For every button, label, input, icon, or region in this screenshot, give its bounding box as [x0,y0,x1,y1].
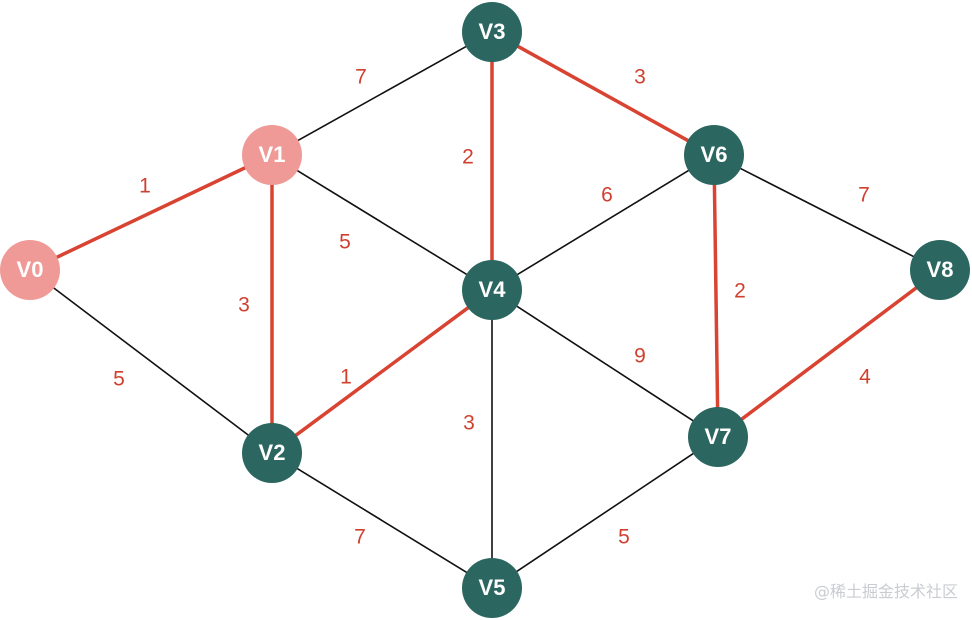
edge-v6-v7 [712,181,720,411]
edge-weight-v5-v7: 5 [618,526,630,549]
edge-weight-v6-v7: 2 [734,280,746,303]
edge-v0-v2 [51,286,251,437]
weights-layer: 1 5 3 7 5 1 7 2 3 6 3 9 5 2 7 4 [113,66,871,549]
edge-v1-v4 [295,168,469,277]
node-label: V6 [701,142,728,167]
node-circle [242,423,302,483]
node-label: V7 [705,424,732,449]
node-v5: V5 [462,558,522,618]
edge-weight-v4-v7: 9 [634,345,646,368]
node-label: V0 [17,257,44,282]
node-circle [462,2,522,62]
edge-weight-v2-v4: 1 [340,366,352,389]
edge-v6-v8 [738,166,916,259]
node-label: V3 [479,19,506,44]
node-circle [242,125,302,185]
edge-v7-v8 [738,285,920,422]
edge-weight-v7-v8: 4 [859,366,871,389]
node-v0: V0 [0,240,60,300]
node-circle [462,558,522,618]
node-label: V8 [927,257,954,282]
edge-v2-v5 [295,466,469,575]
edge-v1-v3 [295,44,469,143]
node-v8: V8 [910,240,970,300]
node-circle [0,240,60,300]
edge-v3-v6 [514,43,692,144]
edge-v4-v6 [515,168,691,277]
edge-weight-v1-v2: 3 [238,294,250,317]
edge-weight-v1-v4: 5 [339,231,351,254]
node-v4: V4 [462,260,522,320]
edge-weight-v4-v5: 3 [463,412,475,435]
edge-weight-v1-v3: 7 [355,66,367,89]
edge-weight-v4-v6: 6 [601,184,613,207]
edge-weight-v0-v2: 5 [113,368,125,391]
node-circle [684,125,744,185]
edges-layer [51,43,920,575]
node-v3: V3 [462,2,522,62]
edge-weight-v2-v5: 7 [354,526,366,549]
node-label: V4 [479,277,507,302]
node-circle [462,260,522,320]
node-label: V1 [259,142,286,167]
edge-v5-v7 [514,451,696,574]
edge-weight-v6-v8: 7 [858,184,870,207]
node-label: V2 [259,440,286,465]
node-v2: V2 [242,423,302,483]
node-label: V5 [479,575,506,600]
node-circle [688,407,748,467]
edge-weight-v3-v4: 2 [462,146,474,169]
edge-weight-v0-v1: 1 [139,175,151,198]
edge-v2-v4 [292,304,472,439]
node-circle [910,240,970,300]
edge-v0-v1 [53,165,249,260]
watermark-text: @稀土掘金技术社区 [813,582,958,601]
node-v6: V6 [684,125,744,185]
node-v1: V1 [242,125,302,185]
edge-v4-v7 [514,304,696,423]
node-v7: V7 [688,407,748,467]
edge-weight-v3-v6: 3 [634,66,646,89]
